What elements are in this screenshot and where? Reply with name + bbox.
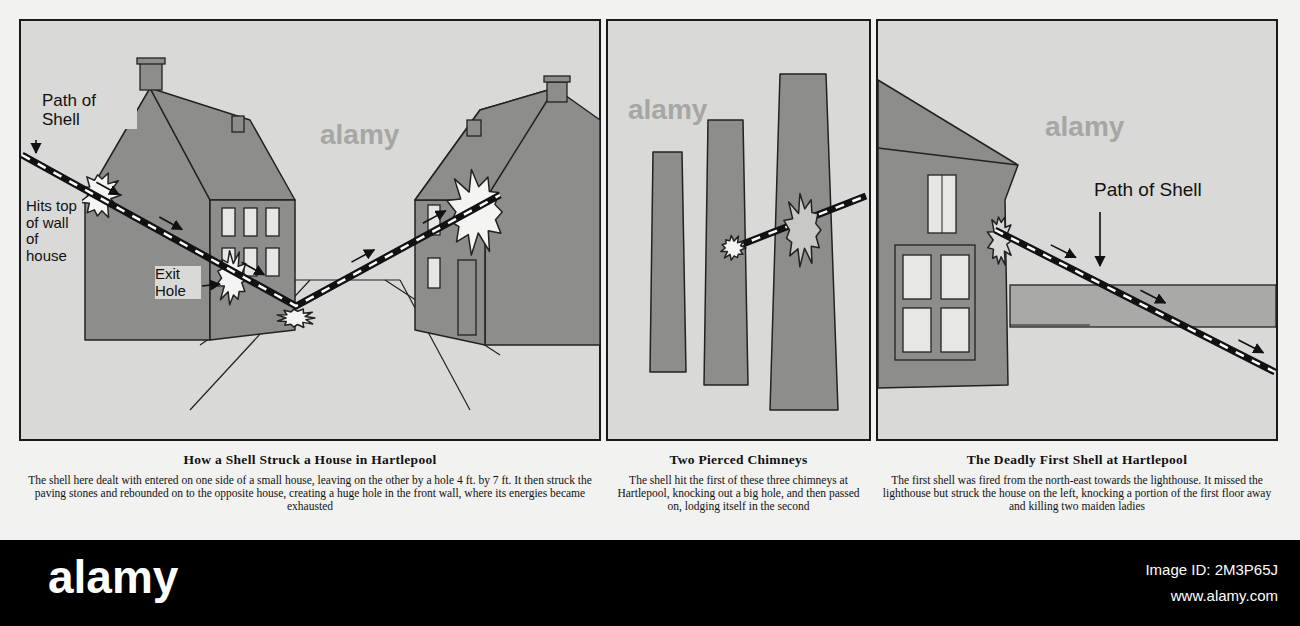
window <box>928 175 956 233</box>
panel-frame <box>877 20 1277 440</box>
watermark: alamy <box>628 95 748 126</box>
shell-hole <box>721 236 746 261</box>
panel-caption: The shell hit the first of these three c… <box>607 474 870 513</box>
bay-window <box>895 245 975 360</box>
chimney <box>140 62 162 90</box>
window-pane <box>941 255 969 299</box>
shore-line <box>1010 325 1090 326</box>
shell-hole <box>277 309 315 327</box>
shell-path-dash <box>995 230 1275 372</box>
window-bar <box>942 175 943 233</box>
leader-arrow <box>202 284 220 286</box>
watermark: alamy <box>1045 112 1165 143</box>
callout-label: Hits top of wall of house <box>26 198 82 264</box>
chimney-stack <box>650 152 686 372</box>
panel-frame <box>607 20 870 440</box>
window <box>428 258 440 288</box>
direction-arrow <box>1051 245 1076 258</box>
shell-hole <box>987 217 1012 265</box>
chimney-cap <box>137 58 165 64</box>
window <box>266 248 279 276</box>
panel: Two Pierced ChimneysThe shell hit the fi… <box>607 452 870 513</box>
panel-caption: The first shell was fired from the north… <box>877 474 1277 513</box>
shell-path <box>22 155 500 306</box>
chimney <box>467 120 481 136</box>
callout-label: Path of Shell <box>1094 180 1254 201</box>
direction-arrow <box>1140 290 1165 303</box>
house-roof <box>150 88 295 200</box>
direction-arrow <box>159 217 182 230</box>
callout-label: Exit Hole <box>155 266 201 299</box>
direction-arrow <box>96 182 119 195</box>
footer-bar <box>0 540 1300 626</box>
site-url: www.alamy.com <box>1058 588 1278 605</box>
shell-hole <box>784 194 821 267</box>
direction-arrow <box>423 211 446 223</box>
panel-frame <box>20 20 600 440</box>
window-pane <box>903 255 931 299</box>
watermark: alamy <box>320 120 440 151</box>
door <box>458 260 476 335</box>
chimney-stack <box>770 74 838 410</box>
panel-title: The Deadly First Shell at Hartlepool <box>877 452 1277 468</box>
panel: How a Shell Struck a House in Hartlepool… <box>20 452 600 513</box>
window <box>266 208 279 236</box>
window <box>244 208 257 236</box>
shell-path-dash <box>22 155 500 306</box>
window <box>222 208 235 236</box>
chimney <box>232 116 244 132</box>
window <box>244 248 257 276</box>
leader-arrow <box>1099 212 1101 266</box>
chimney-stack <box>704 120 748 385</box>
callout-label: Path of Shell <box>42 92 137 129</box>
chimney <box>547 82 567 102</box>
panel-title: How a Shell Struck a House in Hartlepool <box>20 452 600 468</box>
chimney-cap <box>544 76 570 82</box>
leader-arrow <box>35 140 37 153</box>
direction-arrow <box>1238 340 1263 353</box>
direction-arrow <box>351 250 374 262</box>
panel: The Deadly First Shell at HartlepoolThe … <box>877 452 1277 513</box>
window-pane <box>941 308 969 352</box>
panel-caption: The shell here dealt with entered on one… <box>20 474 600 513</box>
panel-title: Two Pierced Chimneys <box>607 452 870 468</box>
direction-arrow <box>242 262 265 275</box>
image-id: Image ID: 2M3P65J <box>1058 562 1278 579</box>
logo: alamy <box>48 552 248 603</box>
house-gable <box>415 88 600 345</box>
shell-path <box>995 230 1275 372</box>
eave-line <box>878 148 1018 165</box>
window-pane <box>903 308 931 352</box>
